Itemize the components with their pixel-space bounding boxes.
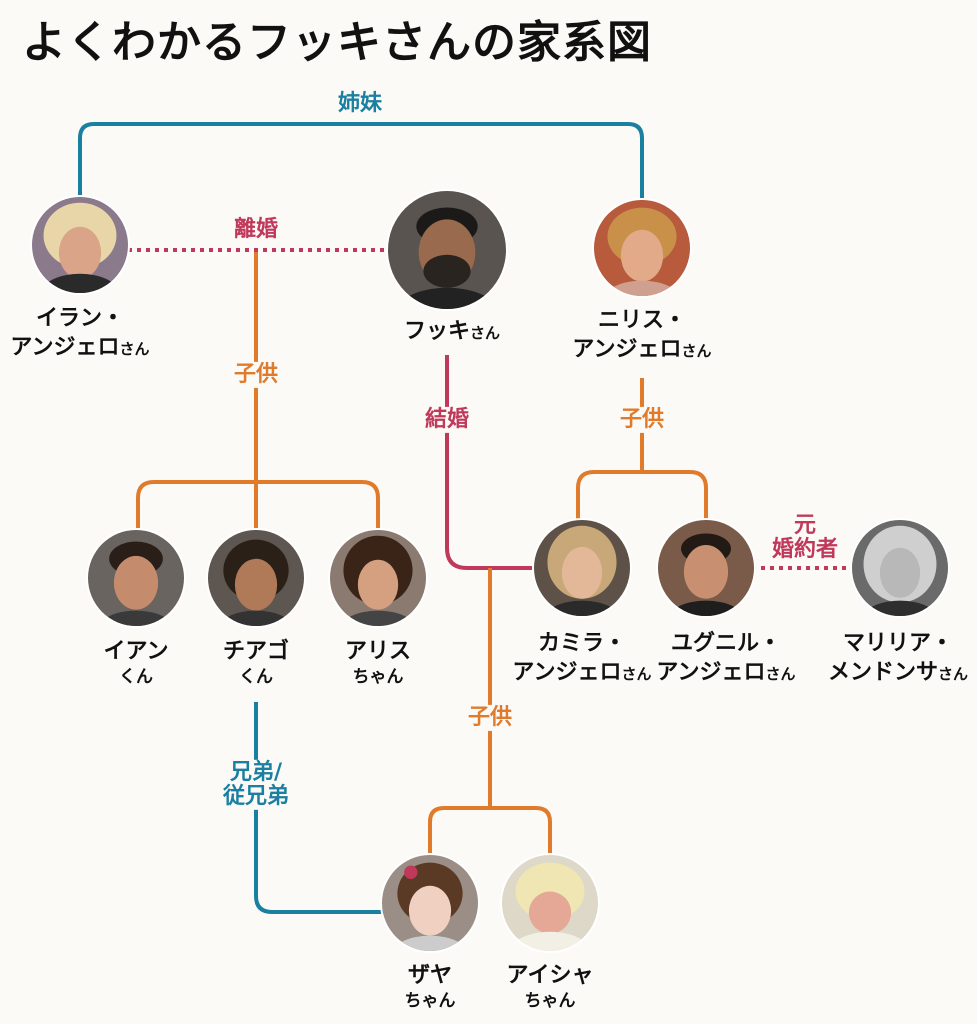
- ian-name: イアンくん: [103, 639, 169, 687]
- child1-branch: [136, 480, 380, 528]
- label-cousins: 兄弟/ 従兄弟: [218, 759, 294, 811]
- alice-name: アリスちゃん: [344, 639, 412, 687]
- hulk-name: フッキさん: [403, 319, 501, 344]
- aisha-name: アイシャちゃん: [506, 963, 594, 1011]
- alice-avatar: [330, 530, 426, 626]
- eugenil-avatar: [658, 520, 754, 616]
- label-ex-fiance: 元 婚約者: [767, 512, 843, 564]
- niris-avatar: [594, 200, 690, 296]
- aisha-avatar: [502, 855, 598, 951]
- label-divorce: 離婚: [229, 216, 283, 244]
- iran-name: イラン・アンジェロさん: [10, 306, 150, 360]
- cousins-line: [254, 702, 384, 914]
- child3-branch: [428, 806, 552, 855]
- label-sisters: 姉妹: [333, 90, 387, 118]
- marriage-line: [445, 355, 532, 570]
- camila-avatar: [534, 520, 630, 616]
- thiago-avatar: [208, 530, 304, 626]
- zaya-name: ザヤちゃん: [404, 963, 456, 1011]
- zaya-avatar: [382, 855, 478, 951]
- hulk-avatar: [388, 191, 506, 309]
- label-child2: 子供: [615, 406, 669, 434]
- label-child1: 子供: [229, 361, 283, 389]
- page-title: よくわかるフッキさんの家系図: [22, 17, 652, 68]
- child2-branch: [576, 470, 708, 520]
- label-marriage: 結婚: [420, 406, 474, 434]
- eugenil-name: ユグニル・アンジェロさん: [656, 631, 796, 685]
- camila-name: カミラ・アンジェロさん: [512, 631, 652, 685]
- niris-name: ニリス・アンジェロさん: [572, 308, 712, 362]
- thiago-name: チアゴくん: [222, 639, 290, 687]
- marilia-avatar: [852, 520, 948, 616]
- ian-avatar: [88, 530, 184, 626]
- label-child3: 子供: [463, 704, 517, 732]
- sisters-line: [78, 122, 644, 205]
- iran-avatar: [32, 197, 128, 293]
- marilia-name: マリリア・メンドンサさん: [827, 631, 969, 685]
